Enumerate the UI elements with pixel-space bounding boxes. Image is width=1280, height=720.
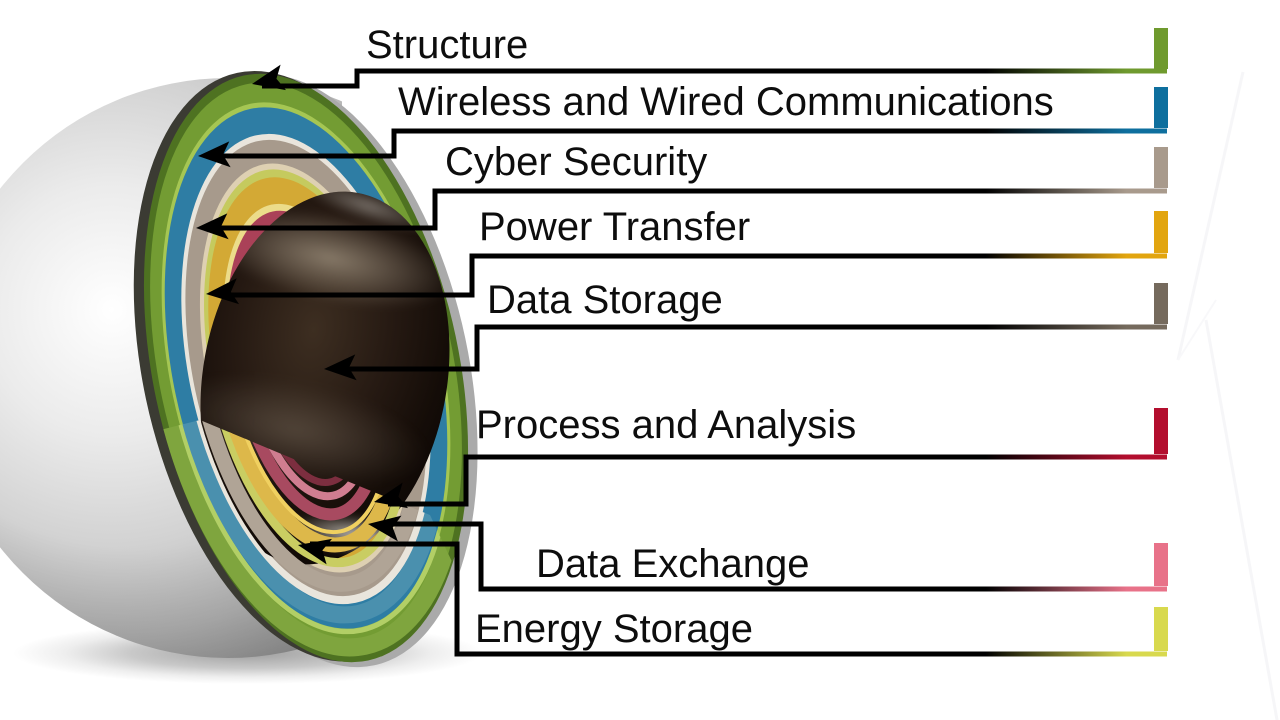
layer-label-data-exchange: Data Exchange — [536, 542, 810, 586]
leader-line-cyber-security — [210, 188, 1167, 231]
swatch-process — [1154, 408, 1168, 454]
layer-label-communications: Wireless and Wired Communications — [398, 80, 1054, 124]
arrow-process-icon — [374, 482, 409, 509]
swatch-structure — [1154, 28, 1168, 69]
swatch-cyber-security — [1154, 147, 1168, 188]
arrow-cyber-security-icon — [196, 213, 229, 240]
arrow-communications-icon — [198, 141, 231, 168]
leader-line-structure — [262, 68, 1167, 89]
swatch-energy-storage — [1154, 607, 1168, 651]
swatch-data-storage — [1154, 283, 1168, 324]
leader-line-data-storage — [338, 324, 1167, 372]
leader-line-data-exchange — [382, 521, 1167, 592]
leader-line-communications — [212, 128, 1167, 159]
layer-label-cyber-security: Cyber Security — [445, 140, 708, 184]
background-watermark — [1176, 71, 1279, 720]
arrow-data-exchange-icon — [368, 515, 402, 542]
layer-label-process: Process and Analysis — [476, 403, 857, 447]
layer-label-power-transfer: Power Transfer — [479, 205, 751, 249]
swatch-communications — [1154, 87, 1168, 128]
arrow-structure-icon — [252, 64, 287, 91]
leader-line-process — [388, 454, 1167, 507]
swatch-power-transfer — [1154, 211, 1168, 253]
arrow-power-transfer-icon — [206, 278, 240, 305]
arrowheads — [196, 64, 409, 565]
arrow-data-storage-icon — [324, 354, 357, 381]
layer-swatches — [1154, 28, 1168, 651]
swatch-data-exchange — [1154, 543, 1168, 586]
leader-lines — [210, 68, 1167, 657]
leader-line-power-transfer — [220, 253, 1167, 298]
layer-label-energy-storage: Energy Storage — [475, 607, 753, 651]
leader-line-energy-storage — [310, 541, 1167, 657]
layer-label-structure: Structure — [366, 23, 529, 67]
arrow-energy-storage-icon — [298, 538, 333, 565]
layer-label-data-storage: Data Storage — [487, 278, 723, 322]
